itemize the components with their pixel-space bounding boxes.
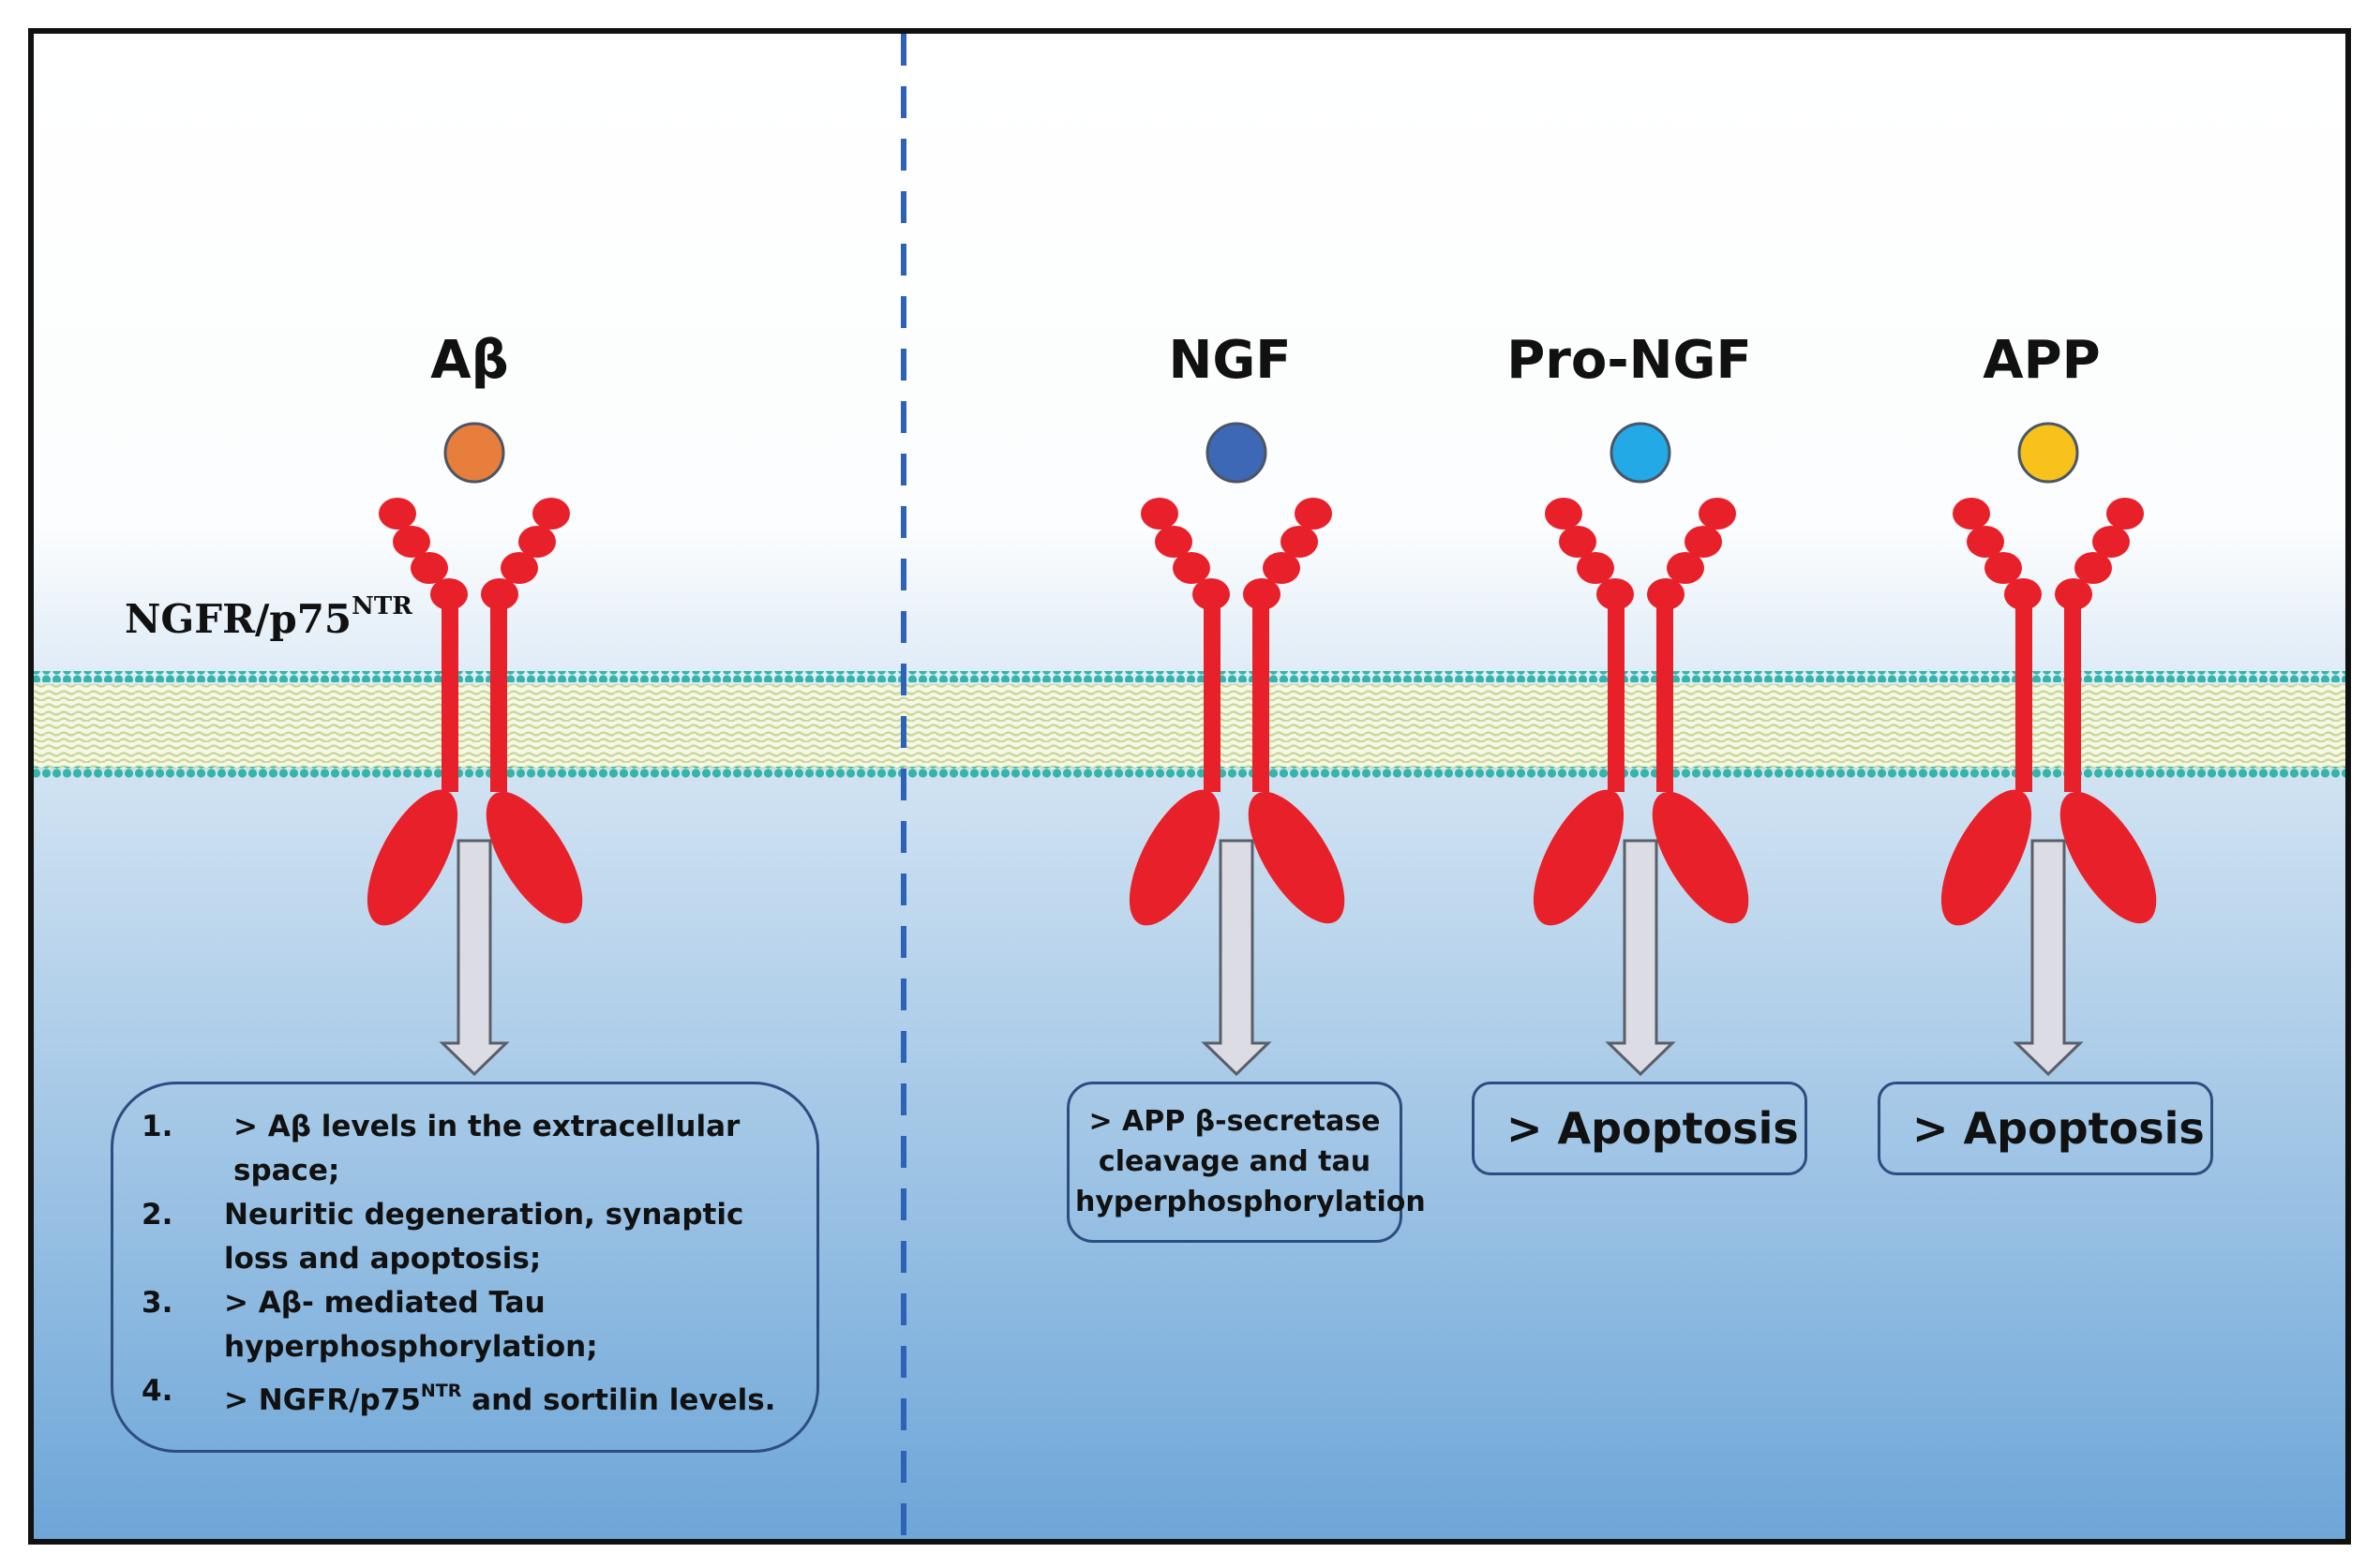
- receptor-domain-bead: [1173, 552, 1210, 584]
- receptor-intracellular-domain: [1129, 789, 1220, 926]
- ligand-label-ngf: NGF: [1168, 330, 1292, 391]
- ngf-effect-box: > APP β-secretase cleavage and tau hyper…: [1067, 1082, 1426, 1243]
- receptor-domain-bead: [1141, 498, 1178, 530]
- receptor-intracellular-domain: [1652, 791, 1749, 924]
- prongf-effect-box: > Apoptosis: [1472, 1082, 1807, 1175]
- signal-arrow: [439, 839, 510, 1077]
- abeta-effects-box: 1. > Aβ levels in the extracellular spac…: [111, 1082, 819, 1453]
- receptor-domain-bead: [1647, 578, 1685, 610]
- effect-text-start: > NGFR/p75: [224, 1383, 421, 1417]
- receptor-intracellular-domain: [367, 789, 458, 926]
- effect-item: 1. > Aβ levels in the extracellular spac…: [142, 1105, 779, 1193]
- receptor-domain-bead: [379, 498, 416, 530]
- receptor-superscript: NTR: [352, 592, 412, 620]
- receptor-stalk: [2064, 590, 2081, 792]
- signal-arrow: [1605, 839, 1676, 1077]
- effect-number: 3.: [142, 1286, 173, 1320]
- receptor-domain-bead: [2004, 578, 2042, 610]
- receptor-intracellular-domain: [1940, 789, 2032, 926]
- receptor-domain-bead: [1967, 526, 2004, 558]
- receptor-domain-bead: [1596, 578, 1634, 610]
- effect-number: 4.: [142, 1374, 173, 1408]
- receptor-domain-bead: [393, 526, 430, 558]
- receptor-stalk: [1204, 590, 1220, 792]
- receptor-domain-bead: [501, 552, 538, 584]
- receptor-stalk: [1656, 590, 1673, 792]
- receptor-label: NGFR/p75NTR: [125, 592, 412, 642]
- receptor-domain-bead: [1984, 552, 2022, 584]
- effect-text: > Aβ levels in the extracellular space;: [233, 1110, 741, 1187]
- receptor-domain-bead: [1545, 498, 1582, 530]
- ligand-label-prongf: Pro-NGF: [1506, 330, 1752, 391]
- receptor-domain-bead: [518, 526, 556, 558]
- receptor-domain-bead: [1280, 526, 1318, 558]
- effect-text: > Aβ- mediated Tau hyperphosphorylation;: [224, 1286, 598, 1364]
- app-effect-box: > Apoptosis: [1878, 1082, 2213, 1175]
- receptor-ngf: [1129, 422, 1345, 1077]
- effect-number: 1.: [142, 1110, 173, 1143]
- receptor-domain-bead: [430, 578, 468, 610]
- receptor-domain-bead: [1155, 526, 1192, 558]
- receptor-domain-bead: [2092, 526, 2130, 558]
- ligand-app: [2017, 422, 2079, 484]
- receptor-domain-bead: [532, 498, 570, 530]
- cell-membrane: [32, 671, 2347, 778]
- signal-arrow: [1201, 839, 1272, 1077]
- receptor-domain-bead: [1243, 578, 1280, 610]
- figure-border: [28, 28, 2351, 1545]
- signal-arrow: [2013, 839, 2084, 1077]
- receptor-intracellular-domain: [1248, 791, 1345, 924]
- effect-item: 4. > NGFR/p75NTR and sortilin levels.: [142, 1369, 779, 1423]
- ligand-label-abeta: Aβ: [430, 330, 509, 391]
- receptor-intracellular-domain: [1533, 789, 1625, 926]
- receptor-domain-bead: [2106, 498, 2144, 530]
- receptor-abeta: [367, 422, 583, 1077]
- receptor-intracellular-domain: [2059, 791, 2157, 924]
- effect-text: > NGFR/p75NTR and sortilin levels.: [224, 1369, 779, 1423]
- effect-item: 2. Neuritic degeneration, synaptic loss …: [142, 1193, 779, 1281]
- receptor-domain-bead: [1295, 498, 1332, 530]
- receptor-prongf: [1533, 422, 1749, 1077]
- receptor-domain-bead: [1699, 498, 1736, 530]
- app-effect-text: > Apoptosis: [1912, 1103, 2205, 1154]
- effect-text-end: and sortilin levels.: [461, 1383, 776, 1417]
- ligand-prongf: [1610, 422, 1671, 484]
- prongf-effect-text: > Apoptosis: [1506, 1103, 1799, 1154]
- receptor-domain-bead: [1577, 552, 1614, 584]
- abeta-effects-list: 1. > Aβ levels in the extracellular spac…: [142, 1105, 779, 1423]
- receptor-stalk: [442, 590, 458, 792]
- receptor-domain-bead: [1192, 578, 1230, 610]
- effect-item: 3. > Aβ- mediated Tau hyperphosphorylati…: [142, 1281, 779, 1369]
- receptor-domain-bead: [1263, 552, 1300, 584]
- receptor-domain-bead: [1953, 498, 1990, 530]
- receptor-group: [367, 422, 2157, 1077]
- receptor-domain-bead: [1685, 526, 1722, 558]
- ligand-label-app: APP: [1983, 330, 2101, 391]
- receptor-intracellular-domain: [486, 791, 583, 924]
- receptor-app: [1940, 422, 2157, 1077]
- ligand-abeta: [443, 422, 505, 484]
- receptor-name: NGFR/p75: [125, 596, 352, 642]
- receptor-domain-bead: [481, 578, 518, 610]
- receptor-domain-bead: [1559, 526, 1596, 558]
- background: [32, 32, 2347, 1541]
- receptor-domain-bead: [411, 552, 448, 584]
- receptor-stalk: [2015, 590, 2032, 792]
- effect-text: Neuritic degeneration, synaptic loss and…: [224, 1198, 744, 1276]
- receptor-domain-bead: [2074, 552, 2112, 584]
- ngf-effect-text: > APP β-secretase cleavage and tau hyper…: [1075, 1105, 1426, 1218]
- receptor-domain-bead: [2055, 578, 2092, 610]
- receptor-stalk: [490, 590, 507, 792]
- ligand-ngf: [1205, 422, 1267, 484]
- receptor-stalk: [1608, 590, 1625, 792]
- receptor-stalk: [1252, 590, 1269, 792]
- receptor-domain-bead: [1667, 552, 1704, 584]
- effect-number: 2.: [142, 1198, 173, 1232]
- effect-text-superscript: NTR: [420, 1381, 462, 1401]
